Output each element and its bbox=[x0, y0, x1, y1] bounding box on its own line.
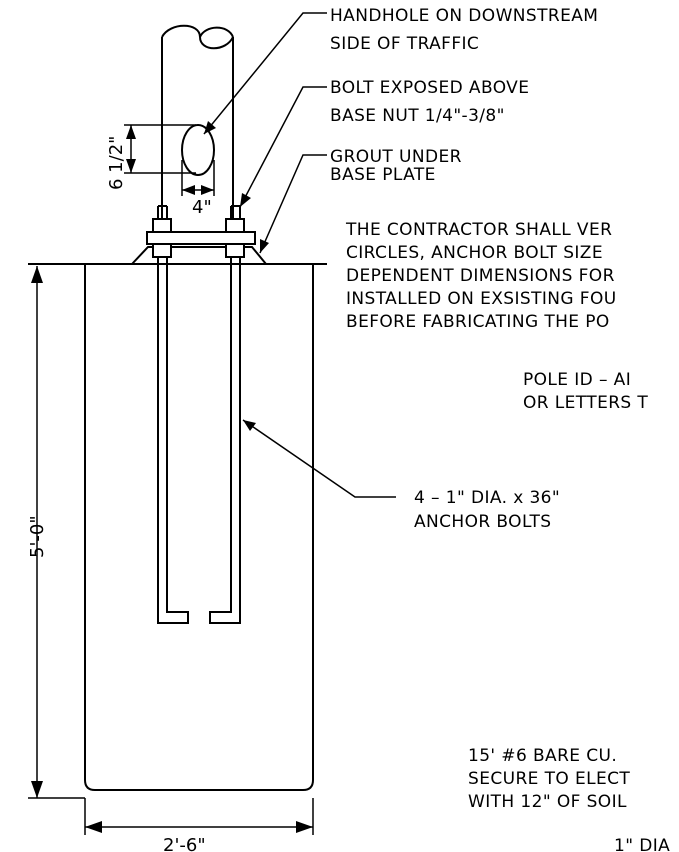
handhole-height-label: 6 1/2" bbox=[106, 136, 127, 190]
note-handhole-line2: SIDE OF TRAFFIC bbox=[330, 34, 479, 54]
note-ground-line2: SECURE TO ELECT bbox=[468, 769, 630, 789]
note-bolt-line2: BASE NUT 1/4"-3/8" bbox=[330, 106, 505, 126]
note-contractor-line5: BEFORE FABRICATING THE PO bbox=[346, 312, 610, 332]
note-anchor-line1: 4 – 1" DIA. x 36" bbox=[414, 488, 560, 508]
note-contractor-line3: DEPENDENT DIMENSIONS FOR bbox=[346, 266, 615, 286]
anchor-bolts bbox=[157, 205, 241, 624]
handhole-width-label: 4" bbox=[192, 197, 212, 218]
anchor-leader bbox=[242, 419, 396, 498]
note-pole-id-line2: OR LETTERS T bbox=[523, 393, 648, 413]
depth-label: 5'-0" bbox=[27, 515, 48, 558]
note-contractor-line1: THE CONTRACTOR SHALL VER bbox=[345, 220, 612, 240]
base-plate bbox=[146, 218, 256, 258]
grout-mound bbox=[131, 246, 267, 265]
note-grout-line1: GROUT UNDER bbox=[330, 147, 462, 167]
pole bbox=[161, 24, 234, 232]
note-handhole-line1: HANDHOLE ON DOWNSTREAM bbox=[330, 6, 598, 26]
foundation-outline bbox=[84, 264, 314, 791]
handhole-height-dimension bbox=[124, 124, 196, 174]
note-ground-line1: 15' #6 BARE CU. bbox=[468, 746, 617, 766]
note-bottom-partial: 1" DIA bbox=[614, 836, 670, 852]
bolt-leader bbox=[239, 86, 327, 208]
handhole-leader bbox=[203, 12, 327, 135]
width-dimension bbox=[84, 798, 314, 835]
note-pole-id-line1: POLE ID – AI bbox=[523, 370, 631, 390]
handhole bbox=[181, 124, 215, 176]
note-contractor-line4: INSTALLED ON EXSISTING FOU bbox=[346, 289, 617, 309]
note-grout-line2: BASE PLATE bbox=[330, 165, 436, 185]
note-ground-line3: WITH 12" OF SOIL bbox=[468, 792, 627, 812]
grout-leader bbox=[259, 154, 327, 254]
width-label: 2'-6" bbox=[163, 835, 206, 852]
depth-dimension bbox=[28, 266, 85, 799]
handhole-width-dimension bbox=[181, 160, 215, 196]
note-anchor-line2: ANCHOR BOLTS bbox=[414, 512, 551, 532]
note-bolt-line1: BOLT EXPOSED ABOVE bbox=[330, 78, 529, 98]
note-contractor-line2: CIRCLES, ANCHOR BOLT SIZE bbox=[346, 243, 603, 263]
